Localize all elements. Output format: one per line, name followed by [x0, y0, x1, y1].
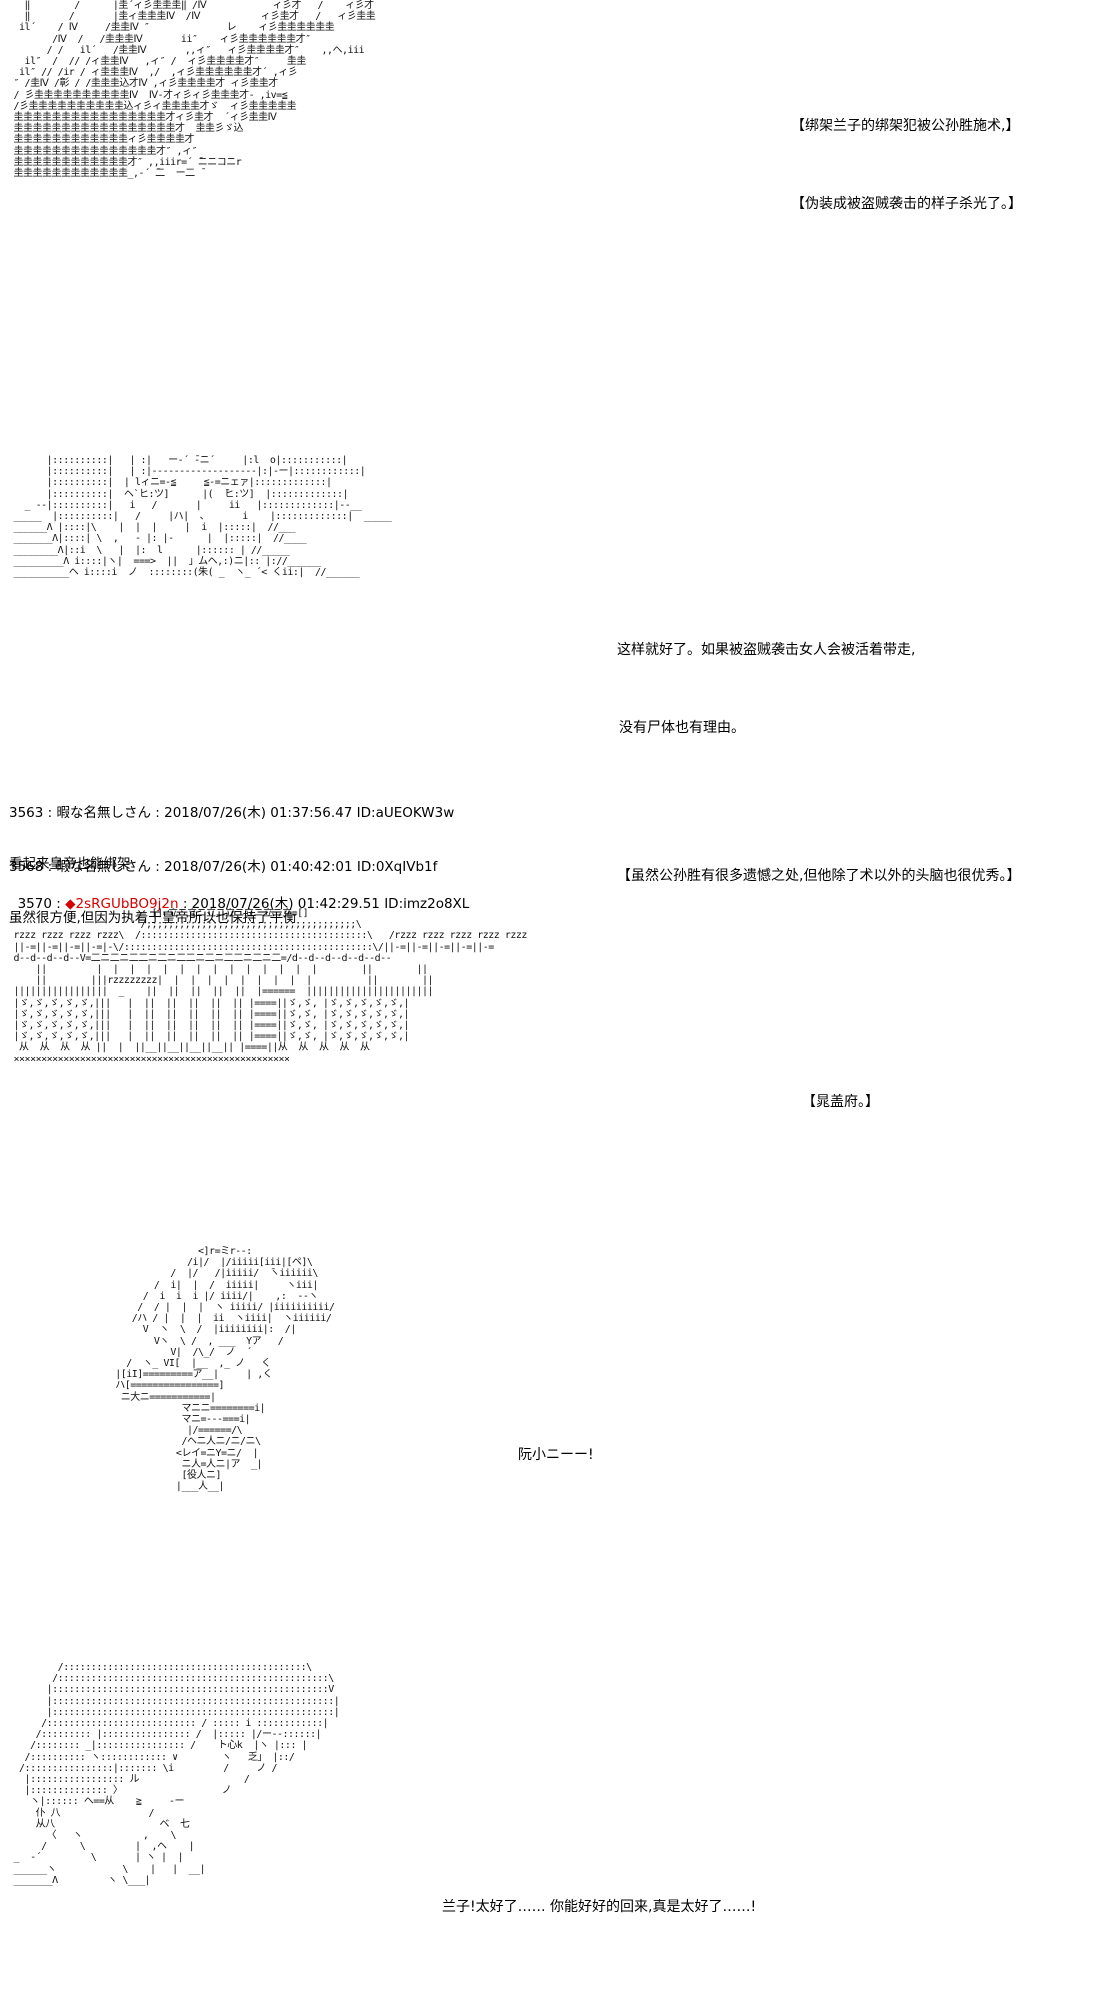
dialogue-line: 阮小ニーー! — [518, 1447, 594, 1463]
post-body: 虽然很方便,但因为执着于皇帝所以也保持了平衡 — [9, 910, 297, 926]
ascii-art-storm: ‖ / |圭´ィ彡圭圭圭‖ /Ⅳ ィ彡才 / ィ彡才 ‖ / |圭ィ圭圭圭Ⅳ /… — [13, 0, 376, 180]
narration-line: 【虽然公孙胜有很多遗憾之处,但他除了术以外的头脑也很优秀。】 — [617, 868, 1021, 884]
dialogue-line: 兰子!太好了…… 你能好好的回来,真是太好了……! — [442, 1899, 757, 1915]
narration-line: 【绑架兰子的绑架犯被公孙胜施术,】 — [791, 118, 1020, 134]
dialogue-ruan-xiaoer: 阮小ニーー! — [518, 1405, 594, 1485]
thread-post-3570: 3570 : ◆2sRGUbBO9j2n : 2018/07/26(木) 01:… — [9, 879, 470, 913]
post-number: 3570 : — [17, 896, 66, 912]
author-trip-link[interactable]: ◆2sRGUbBO9j2n — [65, 896, 179, 912]
narration-chao-gai-manor: 【晁盖府。】 — [802, 1052, 879, 1132]
dialogue-line: 没有尸体也有理由。 — [619, 720, 745, 736]
ascii-art-chao-gai-manor: []=立ニ立ニ立ニ立ニ立ニ立ニ立=[] /;;;;;;;;;;;;;;;;;;;… — [13, 908, 528, 1065]
ascii-art-ruan-xiaoer: <]r=ミr‐-: /i|/ |/iiiii[iii|[ペ]\ / |/ /|i… — [115, 1246, 335, 1493]
thread-post-3563: 3563 : 暇な名無しさん : 2018/07/26(木) 01:37:56.… — [9, 771, 454, 890]
dialogue-gongsun-sheng: 这样就好了。如果被盗贼袭击女人会被活着带走, 没有尸体也有理由。 【虽然公孙胜有… — [617, 585, 1020, 915]
post-header: 3568 : 暇な名無しさん : 2018/07/26(木) 01:40:42:… — [9, 859, 438, 875]
narration-line: 【伪装成被盗贼袭击的样子杀光了。】 — [791, 196, 1022, 212]
narration-kidnappers: 【绑架兰子的绑架犯被公孙胜施术,】 【伪装成被盗贼袭击的样子杀光了。】 — [791, 76, 1022, 234]
ascii-art-character-bottom: /:::::::::::::::::::::::::::::::::::::::… — [13, 1662, 340, 1886]
post-meta: : 2018/07/26(木) 01:42:29.51 ID:imz2o8XL — [178, 896, 470, 912]
post-header: 3563 : 暇な名無しさん : 2018/07/26(木) 01:37:56.… — [9, 805, 455, 821]
dialogue-welcome-back: 兰子!太好了…… 你能好好的回来,真是太好了……! — [442, 1857, 756, 1937]
post-body: 看起来皇帝也能绑架 — [9, 856, 131, 872]
narration-line: 【晁盖府。】 — [802, 1094, 879, 1110]
dialogue-line — [617, 793, 1020, 811]
thread-post-3568: 3568 : 暇な名無しさん : 2018/07/26(木) 01:40:42:… — [9, 825, 437, 944]
dialogue-line: 这样就好了。如果被盗贼袭击女人会被活着带走, — [617, 642, 916, 658]
ascii-art-gongsun-sheng: |::::::::::| | :| ー-´ ̄-ニ´ |:l o|:::::::… — [13, 455, 392, 579]
